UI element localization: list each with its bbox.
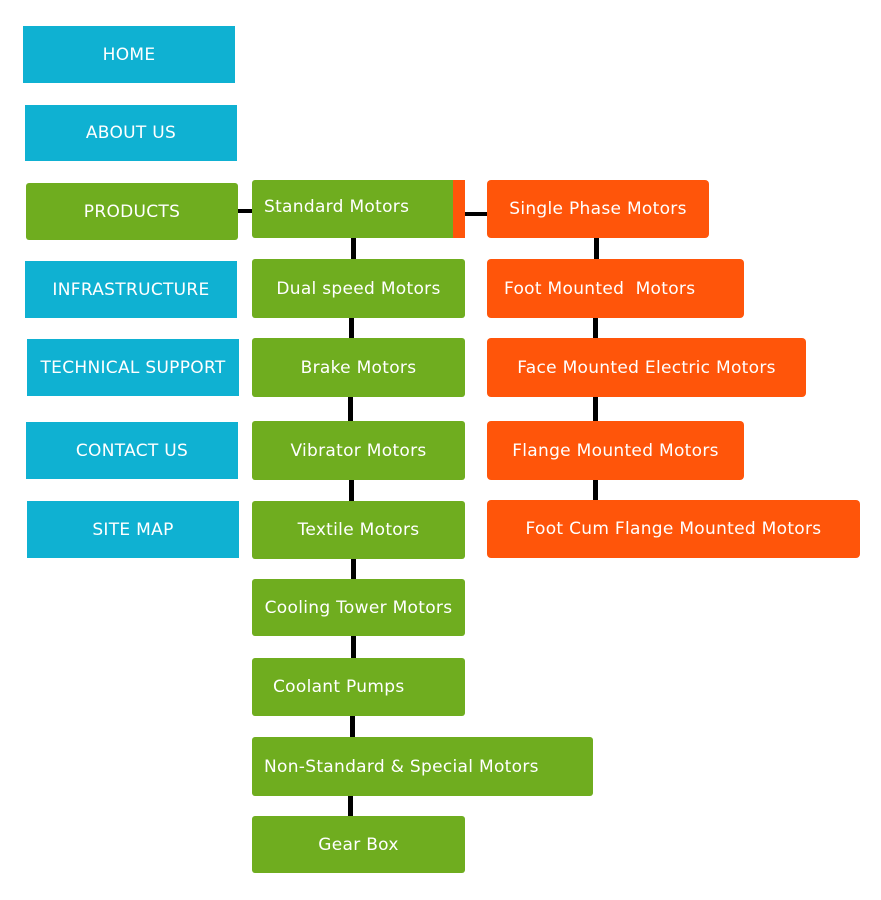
product-brake-motors[interactable]: Brake Motors xyxy=(252,338,465,397)
product-dual-speed-motors[interactable]: Dual speed Motors xyxy=(252,259,465,318)
nav-home[interactable]: HOME xyxy=(23,26,235,83)
product-non-standard-special-motors[interactable]: Non-Standard & Special Motors xyxy=(252,737,593,796)
connector-products-trunk xyxy=(351,238,356,259)
connector-standard-to-single-phase xyxy=(465,212,487,216)
nav-site-map[interactable]: SITE MAP xyxy=(27,501,239,558)
connector-products-trunk xyxy=(351,636,356,658)
sub-flange-mounted-motors[interactable]: Flange Mounted Motors xyxy=(487,421,744,480)
nav-contact-us[interactable]: CONTACT US xyxy=(26,422,238,479)
connector-standard-trunk xyxy=(594,238,599,259)
sub-foot-cum-flange-mounted-motors[interactable]: Foot Cum Flange Mounted Motors xyxy=(487,500,860,558)
product-textile-motors[interactable]: Textile Motors xyxy=(252,501,465,559)
connector-products-to-standard xyxy=(238,209,252,213)
nav-about-us[interactable]: ABOUT US xyxy=(25,105,237,161)
product-standard-motors[interactable]: Standard Motors xyxy=(252,180,465,238)
product-gear-box[interactable]: Gear Box xyxy=(252,816,465,873)
sub-face-mounted-electric-motors[interactable]: Face Mounted Electric Motors xyxy=(487,338,806,397)
nav-technical-support[interactable]: TECHNICAL SUPPORT xyxy=(27,339,239,396)
connector-products-trunk xyxy=(348,397,353,421)
connector-products-trunk xyxy=(351,559,356,579)
connector-products-trunk xyxy=(349,480,354,501)
nav-products[interactable]: PRODUCTS xyxy=(26,183,238,240)
sub-foot-mounted-motors[interactable]: Foot Mounted Motors xyxy=(487,259,744,318)
product-standard-motors-label: Standard Motors xyxy=(264,196,410,217)
connector-standard-trunk xyxy=(593,318,598,338)
nav-infrastructure[interactable]: INFRASTRUCTURE xyxy=(25,261,237,318)
product-coolant-pumps[interactable]: Coolant Pumps xyxy=(252,658,465,716)
connector-products-trunk xyxy=(348,796,353,816)
connector-products-trunk xyxy=(350,716,355,737)
sub-single-phase-motors[interactable]: Single Phase Motors xyxy=(487,180,709,238)
product-vibrator-motors[interactable]: Vibrator Motors xyxy=(252,421,465,480)
standard-motors-active-marker xyxy=(453,180,465,238)
connector-standard-trunk xyxy=(593,397,598,421)
product-cooling-tower-motors[interactable]: Cooling Tower Motors xyxy=(252,579,465,636)
connector-standard-trunk xyxy=(593,480,598,500)
connector-products-trunk xyxy=(349,318,354,338)
